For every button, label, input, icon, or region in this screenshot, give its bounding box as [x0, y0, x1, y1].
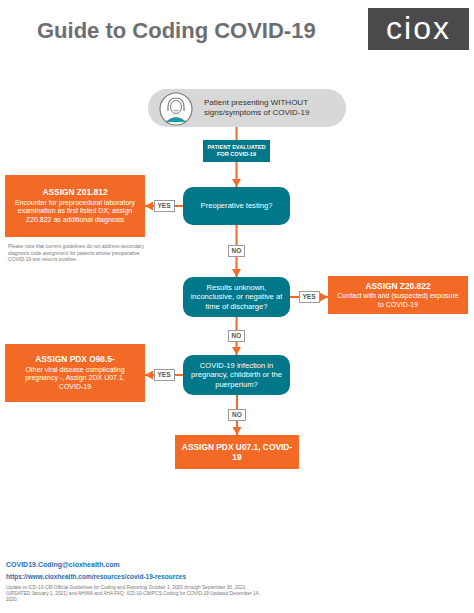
patient-icon	[157, 91, 195, 127]
node-text: ASSIGN Z20.822	[365, 281, 430, 292]
icon-smile	[174, 110, 179, 111]
node-text: ASSIGN PDX O98.5-	[35, 354, 115, 365]
diagram-title: Guide to Coding COVID-19	[37, 18, 316, 44]
outcome-box: ASSIGN Z20.822Contact with and (suspecte…	[328, 276, 468, 314]
node-body: Encounter for preprocedural laboratory e…	[12, 199, 138, 225]
outcome-box: ASSIGN PDX O98.5-Other viral disease com…	[5, 344, 145, 402]
decision-box: Results unknown, inconclusive, or negati…	[183, 277, 290, 317]
outcome-box: ASSIGN PDX U07.1, COVID-19	[175, 435, 299, 469]
note-text: Please note that current guidelines do n…	[8, 243, 146, 263]
node-text: ASSIGN Z01.812	[42, 187, 107, 198]
node-text: ASSIGN PDX U07.1, COVID-19	[181, 442, 293, 463]
node-text: Patient presenting WITHOUT signs/symptom…	[204, 98, 336, 118]
edge-label: NO	[228, 330, 246, 342]
step-tag: PATIENT EVALUATED FOR COVID-19	[203, 140, 270, 162]
node-text: Preoperative testing?	[201, 201, 273, 211]
icon-shoulders	[166, 118, 186, 123]
icon-circle	[160, 93, 192, 125]
decision-box: COVID-19 infection in pregnancy, childbi…	[183, 355, 290, 395]
node-text: COVID-19 infection in pregnancy, childbi…	[189, 361, 284, 390]
edge-label: NO	[228, 245, 246, 257]
node-text: PATIENT EVALUATED FOR COVID-19	[206, 144, 267, 158]
icon-face	[171, 101, 182, 114]
flow-arrow	[236, 127, 238, 140]
node-body: Contact with and (suspected) exposure to…	[335, 292, 461, 309]
flow-arrow	[236, 162, 238, 187]
edge-label: YES	[154, 200, 175, 212]
logo-text: ciox	[368, 8, 469, 50]
resource-url: https://www.cioxhealth.com/resources/cov…	[6, 573, 186, 580]
node-text: Results unknown, inconclusive, or negati…	[189, 283, 284, 312]
edge-label: YES	[154, 369, 175, 381]
decision-box: Preoperative testing?	[183, 187, 290, 225]
outcome-box: ASSIGN Z01.812Encounter for preprocedura…	[5, 175, 145, 237]
edge-label: NO	[228, 409, 246, 421]
contact-email: COVID19.Coding@cioxhealth.com	[6, 561, 120, 568]
edge-label: YES	[299, 291, 320, 303]
node-body: Other viral disease complicating pregnan…	[12, 366, 138, 392]
source-note: Update to ICD-10-CM Official Guidelines …	[6, 585, 261, 603]
